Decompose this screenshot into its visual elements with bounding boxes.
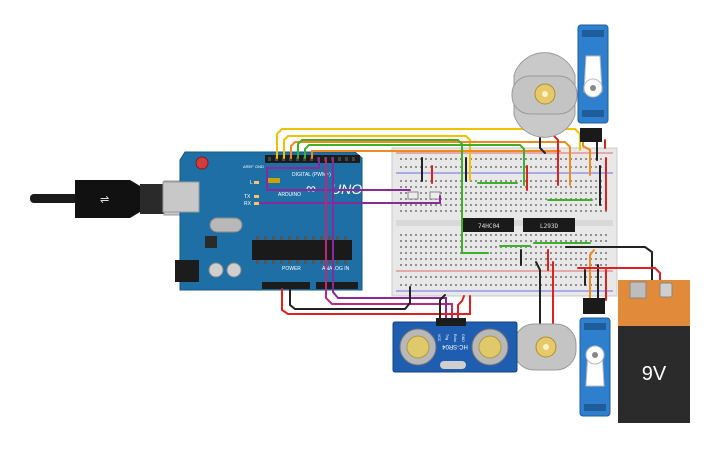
wire-orange-1[interactable] — [290, 141, 571, 186]
dc-motor-bottom[interactable] — [513, 323, 577, 371]
usb-icon: ⇌ — [100, 194, 109, 206]
analog-label: ANALOG IN — [322, 266, 350, 272]
chip-74hc04-label: 74HC04 — [478, 223, 500, 230]
dc-motor-top[interactable] — [511, 52, 578, 138]
servo-top[interactable] — [577, 24, 609, 142]
sensor-pin-trig: Trig — [445, 334, 449, 340]
wire-magenta-1[interactable] — [325, 157, 453, 323]
resistor-2[interactable] — [429, 191, 441, 200]
led-l — [254, 181, 259, 184]
wire-black-sensor[interactable] — [439, 294, 446, 323]
arduino-logo-text: ARDUINO — [278, 192, 301, 198]
battery-terminal-positive — [659, 282, 673, 298]
wire-red-battery[interactable] — [577, 267, 661, 281]
power-header — [262, 282, 310, 289]
on-led — [268, 178, 280, 183]
arduino-infinity-icon: ∞ — [306, 180, 316, 196]
servo-bottom-connector — [583, 298, 605, 314]
servo-bottom[interactable] — [579, 298, 611, 417]
battery-terminal-negative — [629, 281, 647, 299]
wire-yellow-2[interactable] — [283, 135, 471, 181]
chip-l293d-body — [523, 218, 575, 232]
atmega-pins — [256, 236, 347, 264]
wire-orange-servo-bottom[interactable] — [589, 249, 595, 301]
usb-plug-body — [75, 180, 140, 218]
chip-74hc04[interactable]: 74HC04 — [462, 218, 514, 232]
wire-green-1[interactable] — [297, 139, 489, 254]
capacitor-2 — [226, 262, 242, 278]
wire-green-2[interactable] — [304, 144, 525, 186]
wire-purple-3[interactable] — [332, 157, 447, 323]
battery-top-band — [618, 280, 690, 328]
sensor-pin-gnd: GND — [461, 334, 465, 342]
wire-black-battery[interactable] — [565, 246, 653, 281]
regulator — [205, 236, 217, 248]
chip-l293d-label: L293D — [540, 223, 558, 230]
sensor-crystal — [440, 361, 466, 369]
wire-purple-1[interactable] — [266, 157, 411, 191]
sensor-label: HC-SR04 — [442, 343, 468, 349]
ultrasonic-sensor[interactable]: HC-SR04 VCC Trig Echo GND — [392, 318, 518, 373]
arduino-dc-jack — [175, 260, 199, 282]
chip-74hc04-body — [462, 218, 514, 232]
usb-plug-neck — [140, 184, 164, 214]
wire-red-power[interactable] — [281, 288, 471, 315]
battery-9v[interactable]: 9V — [618, 280, 690, 423]
led-rx — [254, 202, 259, 205]
sensor-pin-header — [436, 318, 466, 326]
battery-body — [618, 326, 690, 423]
breadboard-holes — [400, 158, 610, 286]
analog-header — [316, 282, 358, 289]
crystal — [209, 217, 243, 233]
wire-black-power[interactable] — [289, 286, 411, 310]
wire-orange-2[interactable] — [311, 150, 561, 159]
rx-label: RX — [244, 201, 252, 207]
resistor-1[interactable] — [407, 191, 419, 200]
led-tx — [254, 195, 259, 198]
servo-top-connector — [580, 128, 602, 142]
power-label: POWER — [282, 266, 301, 272]
atmega-chip — [252, 240, 352, 260]
aref-label: AREF — [243, 164, 254, 169]
wires — [259, 114, 661, 326]
tx-label: TX — [244, 194, 251, 200]
gnd-label: GND — [255, 164, 264, 169]
digital-label: DIGITAL (PWM~) — [292, 172, 331, 178]
wire-purple-2[interactable] — [259, 195, 441, 204]
battery-label: 9V — [642, 363, 667, 385]
arduino-uno[interactable]: DIGITAL (PWM~) UNO ARDUINO ∞ L TX RX ARE… — [162, 151, 363, 291]
wire-red-sensor[interactable] — [457, 295, 465, 323]
reset-button[interactable] — [195, 156, 209, 170]
sensor-pin-echo: Echo — [453, 334, 457, 342]
arduino-usb-port — [162, 181, 200, 213]
chip-l293d[interactable]: L293D — [523, 218, 575, 232]
usb-cable-wire — [30, 194, 78, 203]
capacitor-1 — [208, 262, 224, 278]
wire-black-motor-bottom[interactable] — [535, 261, 541, 326]
sensor-pin-vcc: VCC — [437, 334, 441, 342]
l-label: L — [250, 180, 253, 186]
